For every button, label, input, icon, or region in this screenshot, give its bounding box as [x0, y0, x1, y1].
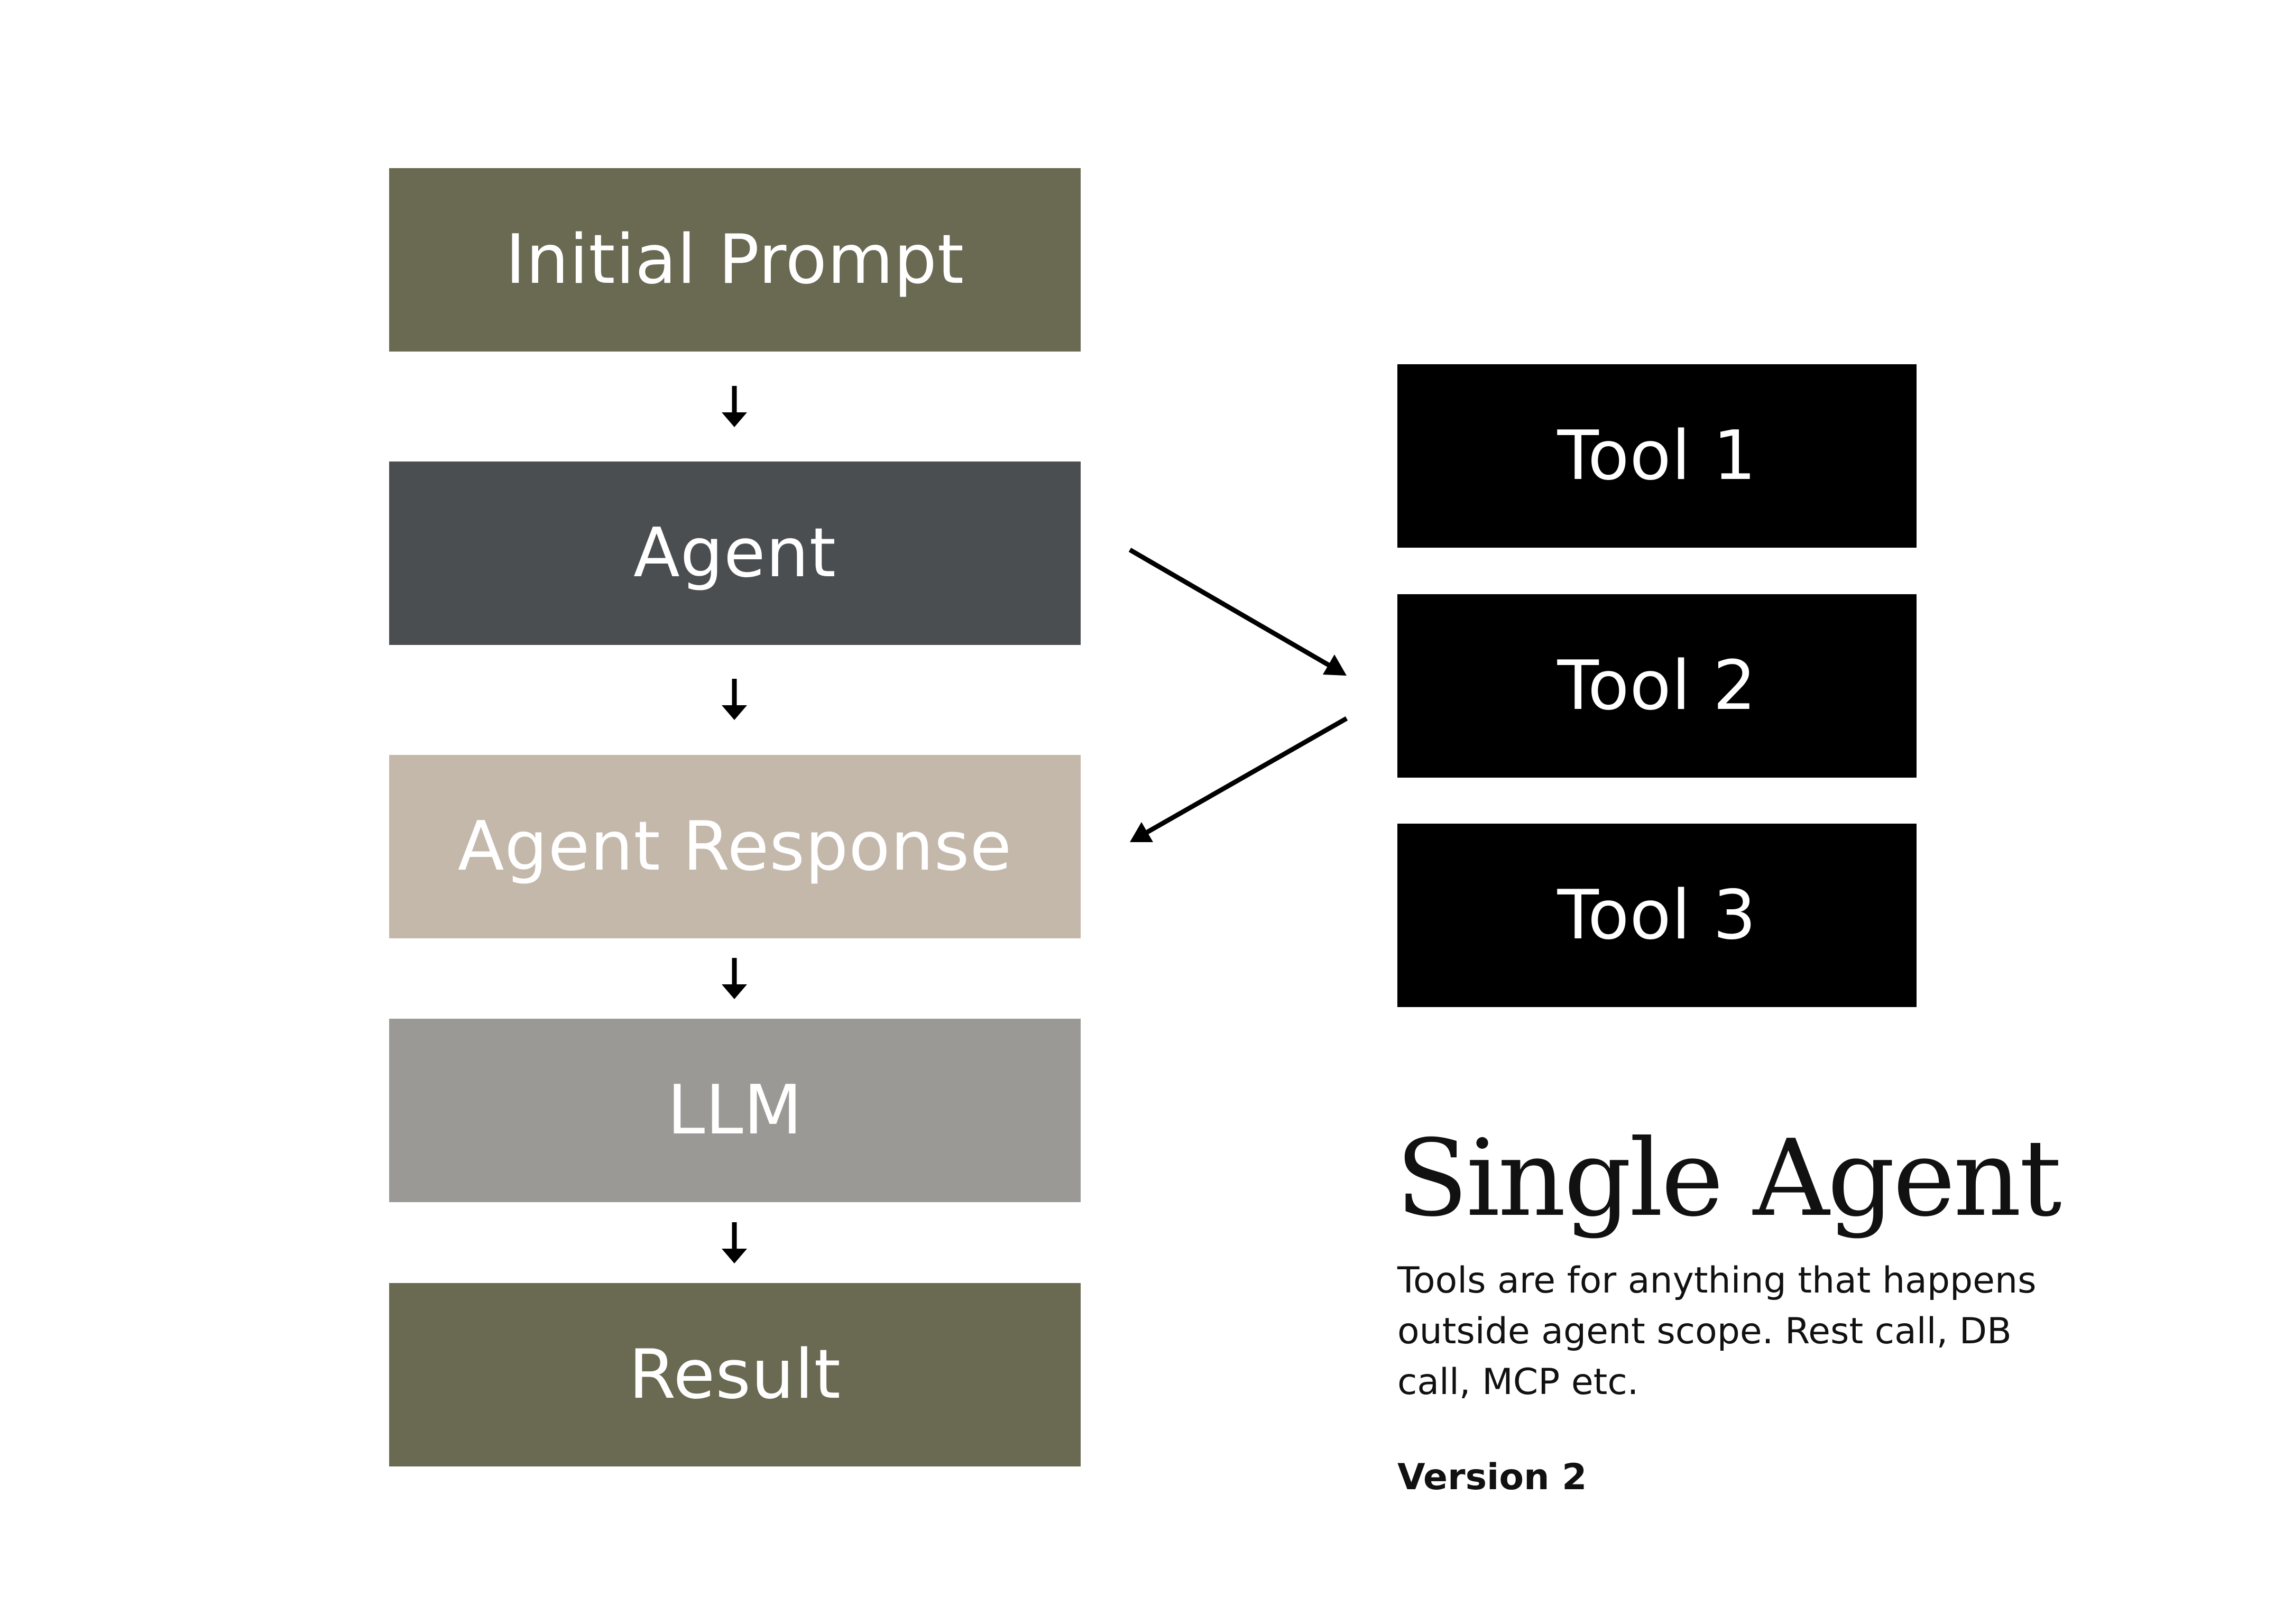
flow-step-label: Initial Prompt — [505, 220, 965, 299]
tool-box-1: Tool 1 — [1397, 364, 1917, 548]
flow-step-llm: LLM — [389, 1019, 1081, 1202]
flow-step-label: Result — [629, 1335, 841, 1414]
flow-step-label: Agent — [633, 514, 836, 593]
flow-step-label: Agent Response — [457, 807, 1012, 886]
tool-label: Tool 2 — [1557, 647, 1757, 725]
arrow-down-icon — [722, 679, 747, 720]
tool-box-3: Tool 3 — [1397, 824, 1917, 1007]
tool-label: Tool 1 — [1557, 417, 1757, 495]
flow-step-agent: Agent — [389, 462, 1081, 645]
diagram-title: Single Agent — [1396, 1117, 2062, 1240]
flow-step-initial-prompt: Initial Prompt — [389, 168, 1081, 352]
tool-label: Tool 3 — [1557, 876, 1757, 955]
arrow-from-tools-icon — [1130, 716, 1348, 842]
flow-step-result: Result — [389, 1283, 1081, 1466]
version-label: Version 2 — [1397, 1456, 1587, 1498]
tool-box-2: Tool 2 — [1397, 594, 1917, 778]
arrow-to-tools-icon — [1128, 548, 1347, 676]
diagram-description: Tools are for anything that happens outs… — [1397, 1260, 2037, 1403]
flow-step-label: LLM — [667, 1071, 803, 1150]
arrow-down-icon — [722, 1222, 747, 1263]
arrow-down-icon — [722, 386, 747, 427]
flow-step-agent-response: Agent Response — [389, 755, 1081, 938]
arrow-down-icon — [722, 958, 747, 999]
